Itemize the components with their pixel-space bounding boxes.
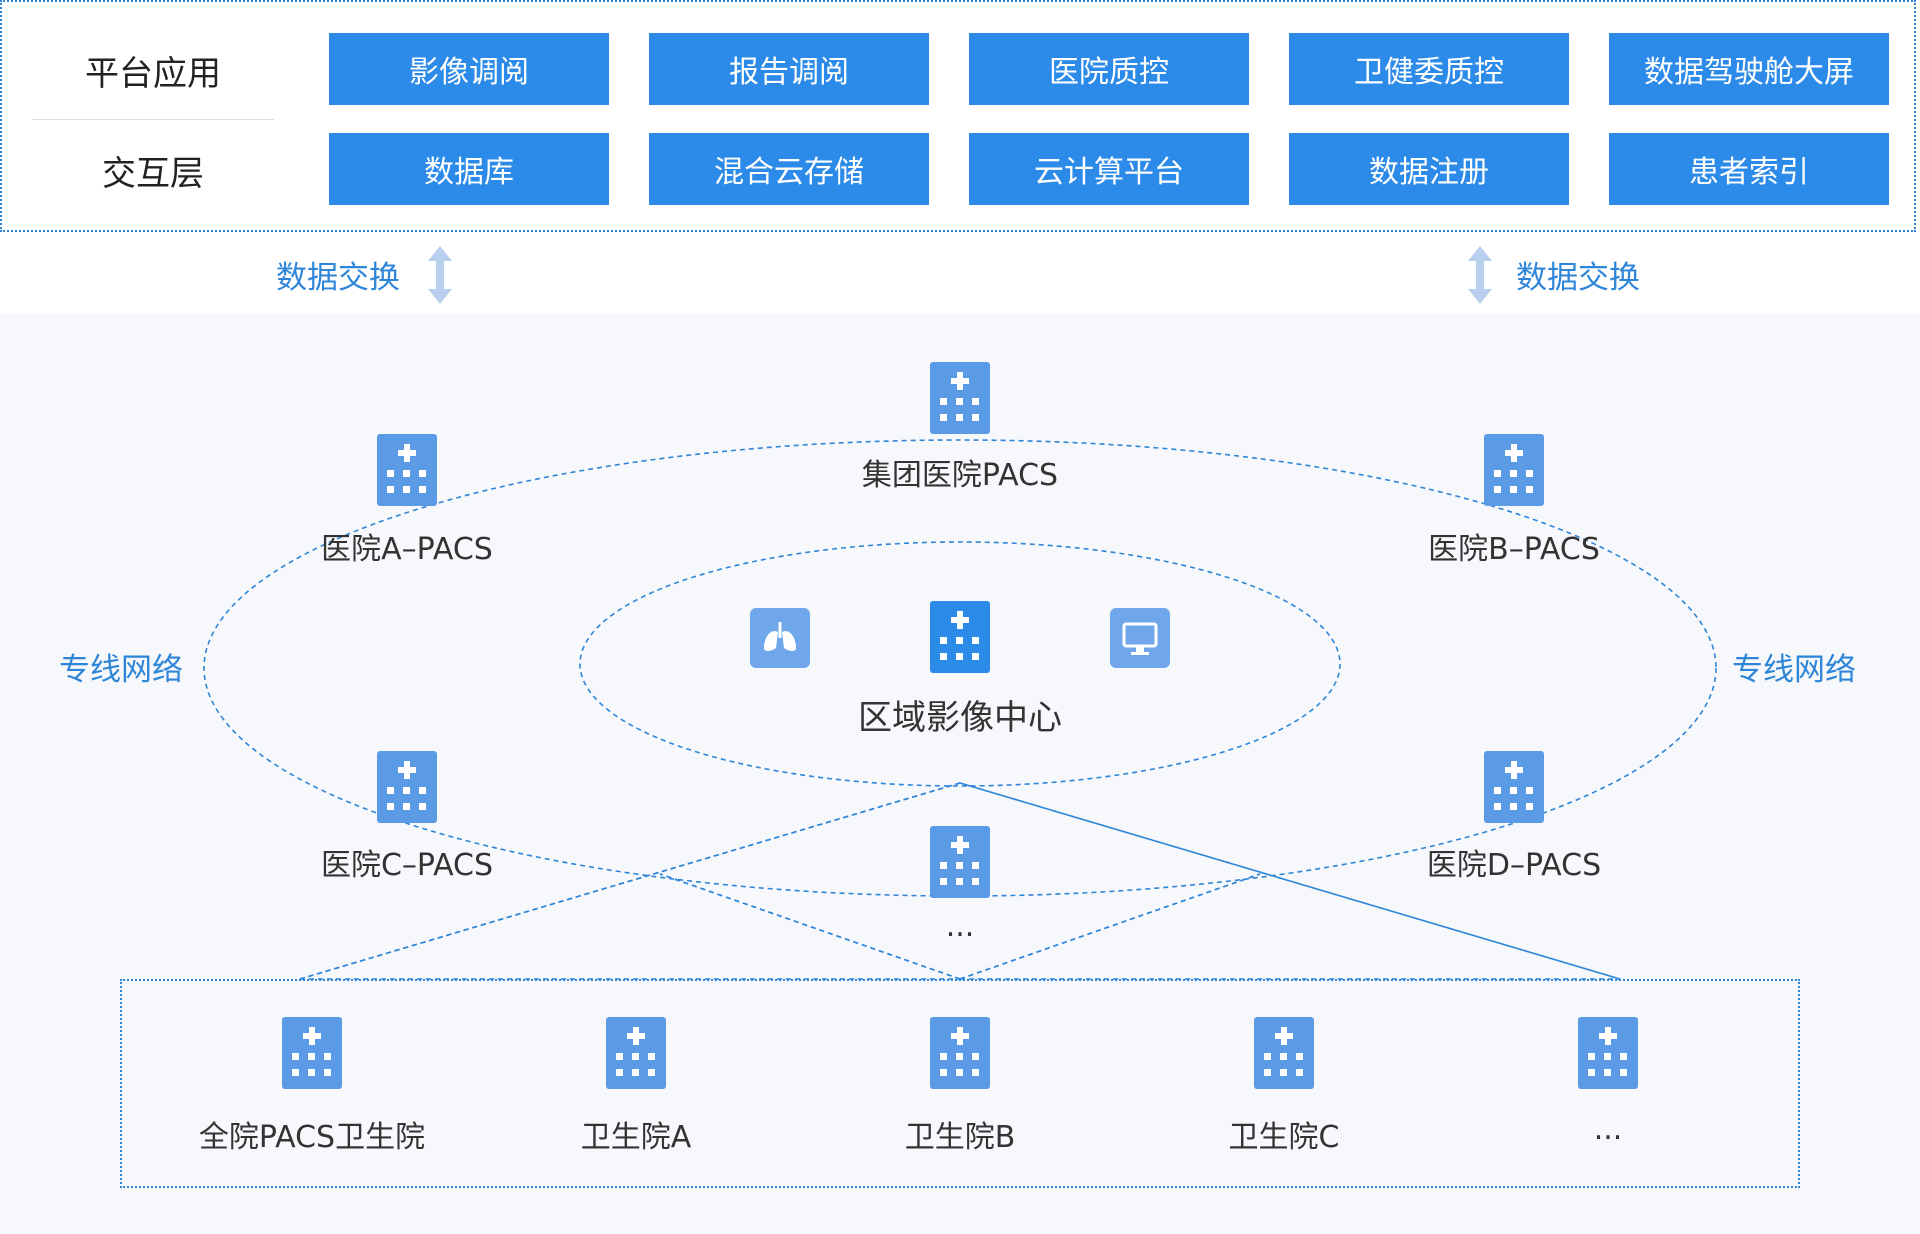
hospital-icon xyxy=(930,1017,990,1089)
hospital-icon xyxy=(930,601,990,673)
clinic-label: 卫生院B xyxy=(904,1120,1016,1155)
regional-center-ellipse xyxy=(579,541,1341,787)
btn-data-registry[interactable]: 数据注册 xyxy=(1289,133,1569,205)
hospital-icon xyxy=(1578,1017,1638,1089)
hospital-icon xyxy=(282,1017,342,1089)
btn-hospital-qc[interactable]: 医院质控 xyxy=(969,33,1249,105)
connector-line xyxy=(659,873,961,980)
dedicated-network-label-right: 专线网络 xyxy=(1732,652,1856,688)
clinic-label: ... xyxy=(1593,1112,1623,1147)
clinic-label: 卫生院C xyxy=(1228,1120,1340,1155)
btn-report-viewing[interactable]: 报告调阅 xyxy=(649,33,929,105)
connector-line xyxy=(299,782,961,980)
btn-cloud-computing[interactable]: 云计算平台 xyxy=(969,133,1249,205)
bidirectional-arrow-icon-right xyxy=(1468,246,1492,304)
more-nodes-label: ... xyxy=(945,909,975,944)
connector-line xyxy=(959,873,1261,980)
lungs-icon xyxy=(750,608,810,668)
btn-image-viewing[interactable]: 影像调阅 xyxy=(329,33,609,105)
btn-database[interactable]: 数据库 xyxy=(329,133,609,205)
hospital-b-label: 医院B–PACS xyxy=(1428,532,1600,567)
regional-center-label: 区域影像中心 xyxy=(858,698,1062,738)
data-exchange-label-left: 数据交换 xyxy=(276,260,400,296)
connector-line xyxy=(959,782,1621,980)
clinics-box xyxy=(120,979,1800,1188)
row-label-platform-apps: 平台应用 xyxy=(85,54,221,94)
hospital-icon xyxy=(1254,1017,1314,1089)
clinic-label: 卫生院A xyxy=(580,1120,692,1155)
hospital-d-label: 医院D–PACS xyxy=(1426,848,1602,883)
clinic-label: 全院PACS卫生院 xyxy=(198,1120,426,1155)
hospital-icon xyxy=(930,362,990,434)
hospital-icon xyxy=(377,434,437,506)
hospital-icon xyxy=(1484,751,1544,823)
hospital-icon xyxy=(377,751,437,823)
bidirectional-arrow-icon-left xyxy=(428,246,452,304)
row-label-interaction-layer: 交互层 xyxy=(102,154,204,194)
hospital-icon xyxy=(930,826,990,898)
hospital-icon xyxy=(1484,434,1544,506)
label-divider xyxy=(32,119,274,120)
btn-data-cockpit[interactable]: 数据驾驶舱大屏 xyxy=(1609,33,1889,105)
dedicated-network-label-left: 专线网络 xyxy=(59,652,183,688)
btn-health-commission-qc[interactable]: 卫健委质控 xyxy=(1289,33,1569,105)
hospital-c-label: 医院C–PACS xyxy=(320,848,494,883)
monitor-icon xyxy=(1110,608,1170,668)
platform-panel: 平台应用 交互层 影像调阅 报告调阅 医院质控 卫健委质控 数据驾驶舱大屏 数据… xyxy=(0,0,1916,232)
btn-patient-index[interactable]: 患者索引 xyxy=(1609,133,1889,205)
data-exchange-label-right: 数据交换 xyxy=(1516,260,1640,296)
hospital-icon xyxy=(606,1017,666,1089)
hospital-a-label: 医院A–PACS xyxy=(321,532,493,567)
btn-hybrid-cloud-storage[interactable]: 混合云存储 xyxy=(649,133,929,205)
group-pacs-label: 集团医院PACS xyxy=(861,458,1059,493)
